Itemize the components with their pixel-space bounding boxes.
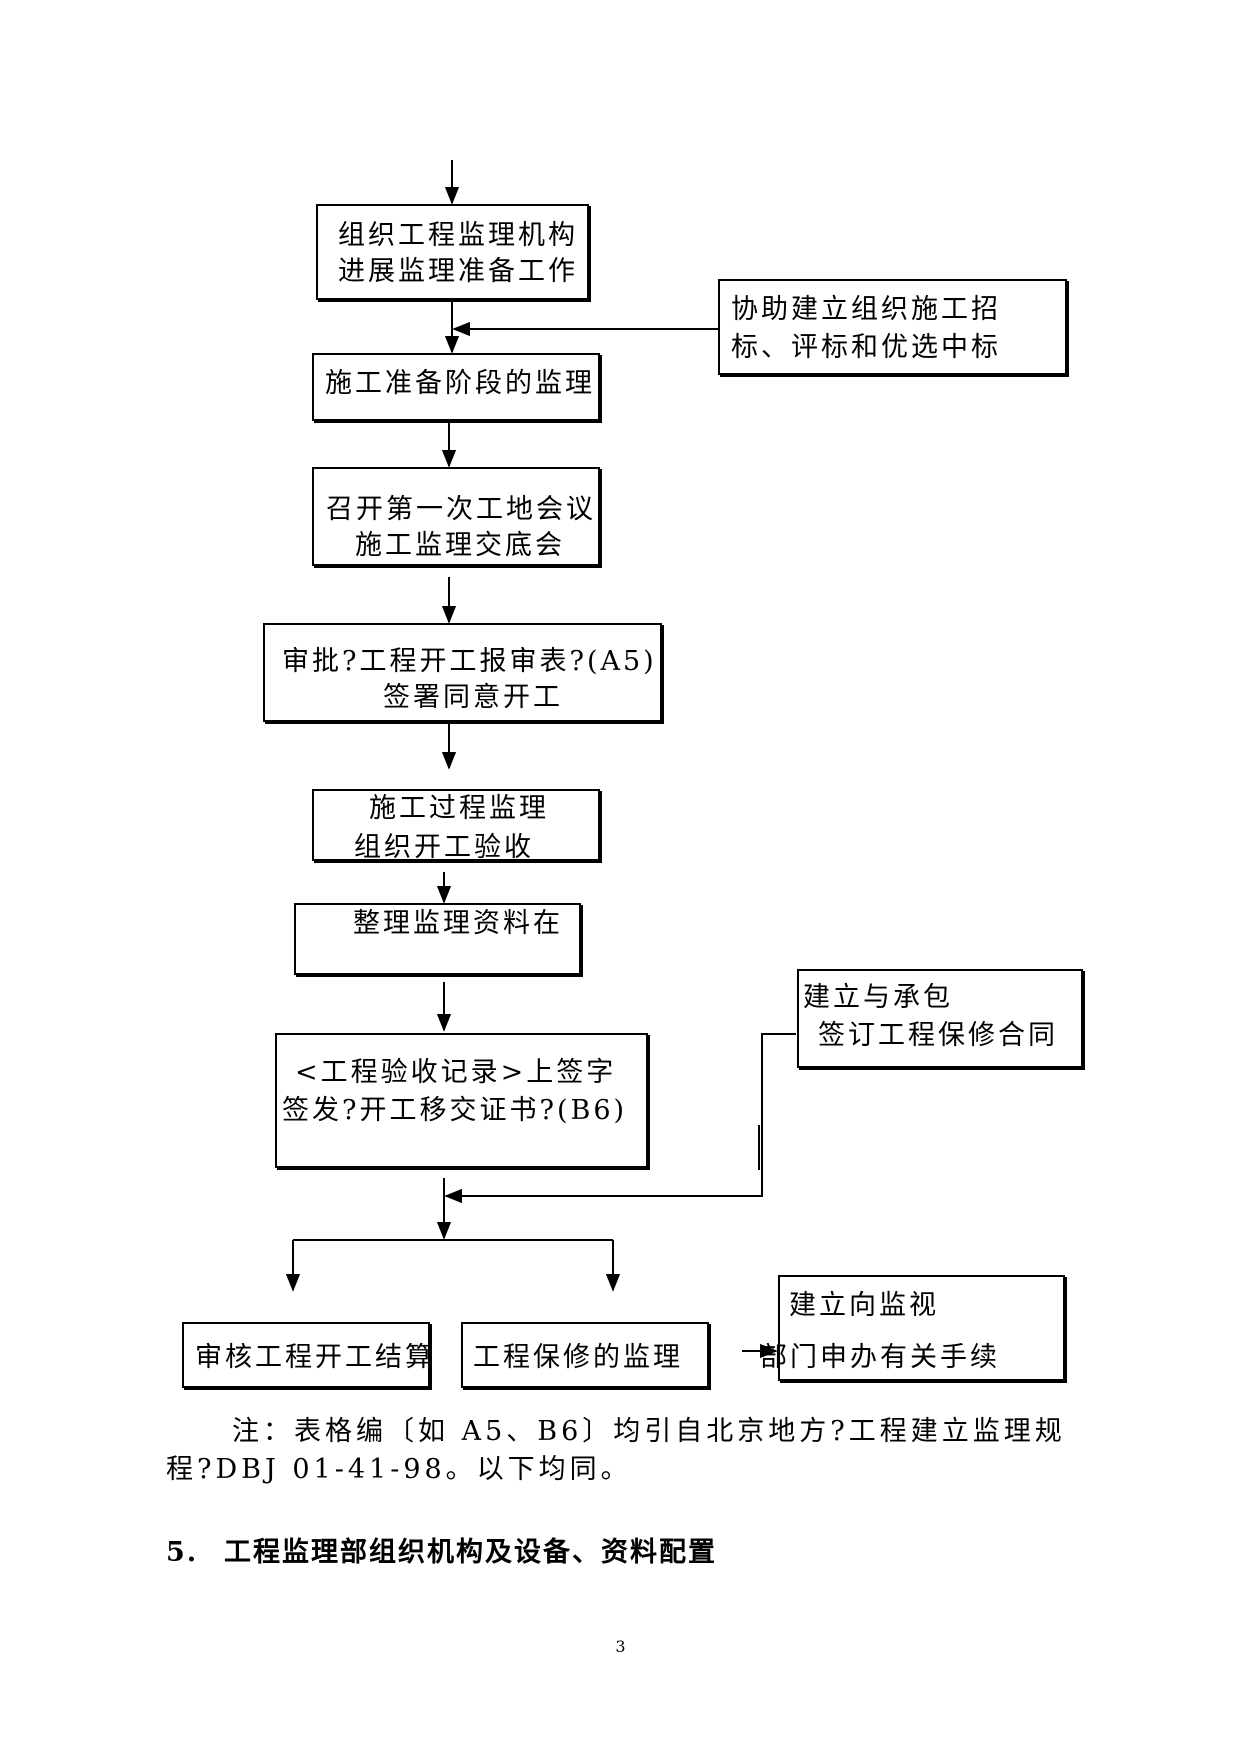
section-heading: 5. 工程监理部组织机构及设备、资料配置	[166, 1530, 717, 1569]
box-approve-start-report-line1: 审批?工程开工报审表?(A5)	[282, 646, 657, 677]
box-audit-settlement-line1: 审核工程开工结算	[195, 1342, 435, 1373]
box-assist-tender	[718, 279, 1067, 375]
box-assist-tender-line1: 协助建立组织施工招	[731, 294, 1001, 325]
box-preparation-stage-line1: 施工准备阶段的监理	[325, 368, 595, 399]
box-warranty-contract	[797, 969, 1083, 1068]
note-line1: 注：表格编〔如 A5、B6〕均引自北京地方?工程建立监理规	[232, 1416, 1066, 1447]
box-first-site-meeting-line1: 召开第一次工地会议	[326, 494, 596, 525]
box-first-site-meeting	[312, 467, 600, 566]
box-acceptance-signoff	[275, 1033, 648, 1168]
box-audit-settlement	[182, 1322, 430, 1388]
box-warranty-contract-line1: 建立与承包	[803, 982, 953, 1013]
box-warranty-supervision-line1: 工程保修的监理	[473, 1342, 683, 1373]
line-warranty-loop	[444, 1033, 796, 1204]
box-organize-team-line2: 进展监理准备工作	[338, 256, 578, 287]
box-organize-team	[316, 204, 589, 300]
box-warranty-contract-line2: 签订工程保修合同	[818, 1020, 1058, 1051]
box-approve-start-report-line2: 签署同意开工	[383, 682, 563, 713]
page-number: 3	[615, 1637, 626, 1656]
box-department-procedures	[778, 1275, 1065, 1381]
box-warranty-supervision	[461, 1322, 709, 1388]
box-organize-records-line1: 整理监理资料在	[353, 908, 563, 939]
note-paragraph: 注：表格编〔如 A5、B6〕均引自北京地方?工程建立监理规 程?DBJ 01-4…	[166, 1413, 1096, 1489]
box-organize-team-line1: 组织工程监理机构	[338, 220, 578, 251]
box-department-procedures-line2: 部门申办有关手续	[760, 1342, 1000, 1373]
note-line2: 程?DBJ 01-41-98。以下均同。	[166, 1454, 632, 1485]
box-department-procedures-line1: 建立向监视	[789, 1290, 939, 1321]
box-construction-supervision-line2: 组织开工验收	[354, 832, 534, 863]
box-acceptance-signoff-line2: 签发?开工移交证书?(B6)	[282, 1095, 628, 1126]
box-construction-supervision-line1: 施工过程监理	[369, 793, 549, 824]
section-number: 5.	[166, 1537, 199, 1568]
box-organize-records	[294, 903, 581, 975]
box-approve-start-report	[263, 623, 662, 722]
box-first-site-meeting-line2: 施工监理交底会	[355, 530, 565, 561]
box-preparation-stage	[312, 353, 600, 421]
box-acceptance-signoff-line1: <工程验收记录>上签字	[295, 1057, 617, 1088]
box-construction-supervision	[312, 789, 600, 861]
box-assist-tender-line2: 标、评标和优选中标	[731, 332, 1001, 363]
section-title: 工程监理部组织机构及设备、资料配置	[224, 1537, 717, 1568]
